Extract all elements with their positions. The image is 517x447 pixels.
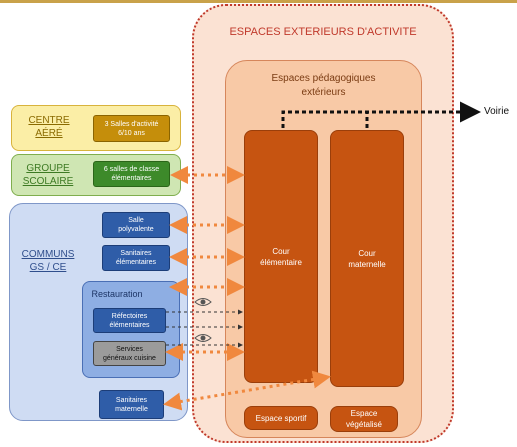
eye-icon-2 [194, 334, 212, 342]
restauration-label: Restauration [91, 289, 143, 299]
espaces-pedagogiques-title-line2: extérieurs [301, 87, 346, 98]
services-cuisine-line1: Services [116, 345, 143, 353]
salle-polyvalente-line2: polyvalente [118, 226, 154, 233]
espaces-exterieurs-title: ESPACES EXTERIEURS D'ACTIVITE [229, 26, 417, 38]
services-cuisine-line2: généraux cuisine [103, 354, 156, 362]
espace-sportif-label: Espace sportif [255, 413, 307, 423]
cour-maternelle-line1: Cour [358, 248, 376, 258]
salles-activite-box: 3 Salles d'activité 6/10 ans [93, 115, 170, 142]
salles-classe-box: 6 salles de classe élémentaires [93, 161, 170, 187]
top-divider-line [0, 0, 517, 3]
voirie-label: Voirie [484, 106, 510, 117]
espaces-pedagogiques-title: Espaces pédagogiques extérieurs [225, 70, 422, 102]
refectoires-line2: élémentaires [109, 321, 150, 329]
voirie-connector [281, 101, 481, 128]
eye-icon-1 [194, 298, 212, 306]
groupe-scolaire-label-line1: GROUPE [26, 163, 70, 174]
communs-label: COMMUNS GS / CE [18, 246, 78, 276]
espace-vegetalise-line2: végétalisé [345, 420, 383, 429]
groupe-scolaire-label: GROUPE SCOLAIRE [18, 160, 78, 190]
cour-elementaire-box: Cour élémentaire [244, 130, 318, 383]
salles-activite-line1: 3 Salles d'activité [104, 120, 159, 128]
sanitaires-maternelle-line1: Sanitaires [115, 396, 148, 404]
salles-classe-line2: élémentaires [111, 175, 152, 182]
centre-aere-label-line1: CENTRE [28, 115, 70, 126]
communs-label-line2: GS / CE [29, 262, 67, 273]
salles-activite-line2: 6/10 ans [118, 129, 145, 137]
sanitaires-elementaires-line2: élémentaires [115, 259, 157, 266]
espace-vegetalise-box: Espace végétalisé [330, 406, 398, 432]
cour-maternelle-line2: maternelle [348, 259, 386, 269]
salle-polyvalente-box: Salle polyvalente [102, 212, 170, 238]
centre-aere-label: CENTRE AÉRÉ [20, 112, 78, 142]
services-cuisine-box: Services généraux cuisine [93, 341, 166, 366]
arrow-sanitaires-maternelle [163, 370, 331, 411]
communs-label-line1: COMMUNS [21, 249, 75, 260]
espaces-pedagogiques-title-line1: Espaces pédagogiques [271, 73, 376, 84]
sanitaires-maternelle-line2: maternelle [115, 405, 148, 413]
refectoires-box: Réfectoires élémentaires [93, 308, 166, 333]
centre-aere-label-line2: AÉRÉ [35, 128, 63, 139]
espace-vegetalise-line1: Espace [350, 409, 378, 418]
salles-classe-line1: 6 salles de classe [103, 166, 160, 173]
cour-elementaire-line2: élémentaire [260, 257, 302, 267]
sanitaires-elementaires-line1: Sanitaires [120, 250, 152, 257]
sanitaires-maternelle-box: Sanitaires maternelle [99, 390, 164, 419]
cour-maternelle-box: Cour maternelle [330, 130, 404, 387]
cour-elementaire-line1: Cour [272, 246, 290, 256]
groupe-scolaire-label-line2: SCOLAIRE [22, 176, 74, 187]
refectoires-line1: Réfectoires [111, 312, 148, 320]
salle-polyvalente-line1: Salle [128, 217, 144, 224]
